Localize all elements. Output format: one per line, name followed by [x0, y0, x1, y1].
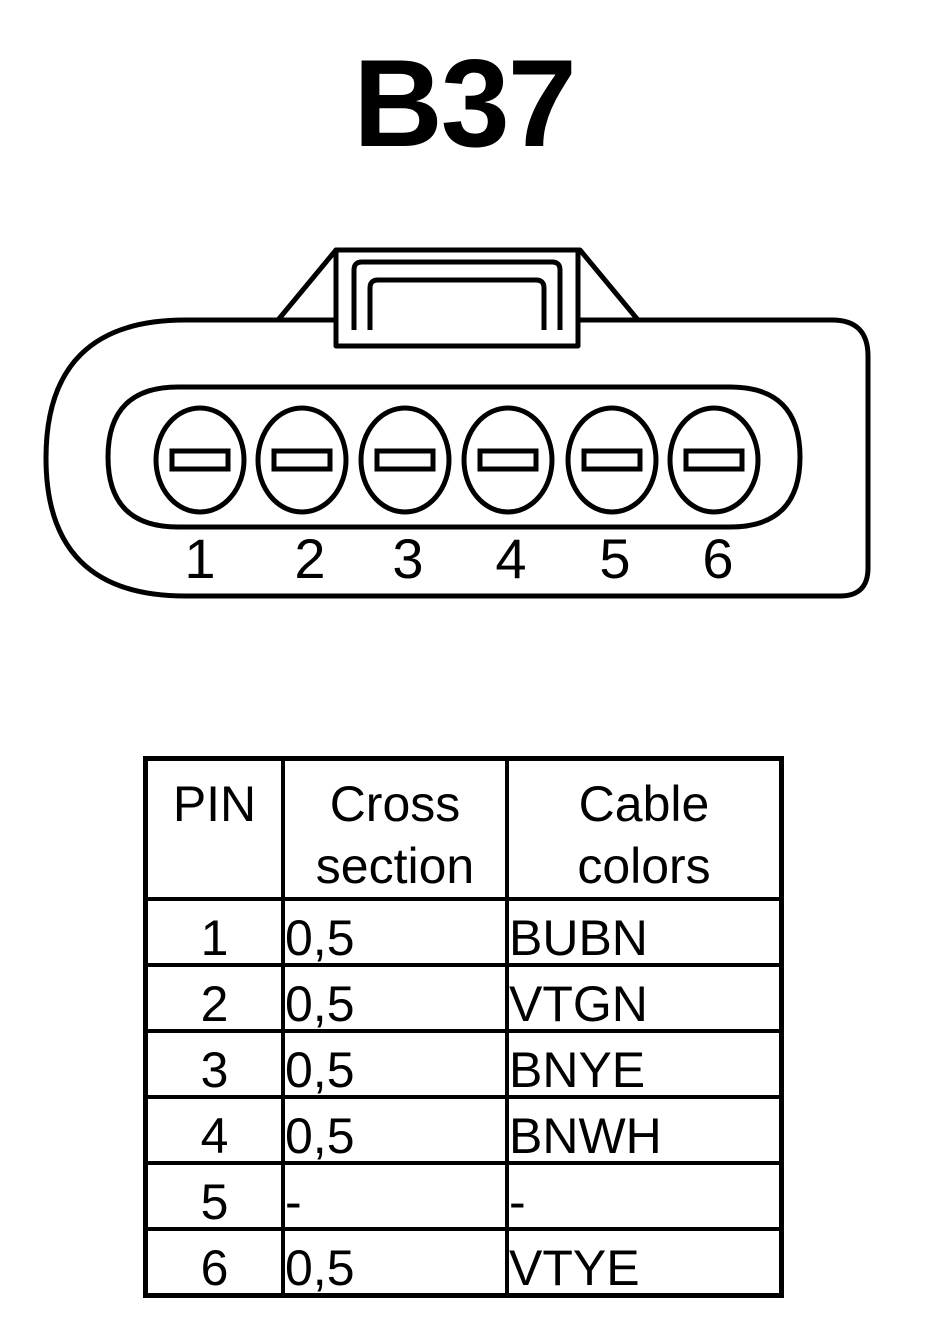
header-cross-section: Cross section: [281, 756, 509, 901]
connector-latch-tab: [333, 247, 581, 349]
connector-title: B37: [353, 35, 576, 173]
header-cable-colors-line1: Cable: [578, 776, 710, 832]
connector-latch-slot: [351, 259, 563, 330]
connector-pin-2: [255, 405, 349, 515]
pin-socket: [461, 405, 555, 515]
cell-pin: 3: [143, 1029, 285, 1099]
cell-cable-color: VTGN: [505, 963, 784, 1033]
table-row: 1 0,5 BUBN: [143, 897, 784, 967]
pin-socket: [667, 405, 761, 515]
cell-pin: 4: [143, 1095, 285, 1165]
pin-number-label: 5: [599, 527, 630, 590]
pin-contact: [683, 448, 745, 472]
pin-number-label: 4: [495, 527, 526, 590]
connector-diagram: 1 2 3 4 5 6: [43, 247, 871, 599]
connector-pin-3: [358, 405, 452, 515]
table-row: 5 - -: [143, 1161, 784, 1231]
header-cable-colors-line2: colors: [577, 838, 711, 894]
cell-cable-color: BNYE: [505, 1029, 784, 1099]
pin-number-label: 1: [184, 527, 215, 590]
table-header-row: PIN Cross section Cable colors: [143, 756, 784, 901]
cell-cross-section: 0,5: [281, 963, 509, 1033]
pin-socket: [358, 405, 452, 515]
pin-socket: [153, 405, 247, 515]
pin-contact: [374, 448, 436, 472]
connector-housing: [43, 317, 871, 599]
table-row: 4 0,5 BNWH: [143, 1095, 784, 1165]
header-pin: PIN: [143, 756, 285, 901]
pin-contact: [477, 448, 539, 472]
cell-cross-section: 0,5: [281, 1227, 509, 1298]
pin-contact: [581, 448, 643, 472]
pin-contact: [169, 448, 231, 472]
pin-contact: [271, 448, 333, 472]
pin-number-label: 3: [392, 527, 423, 590]
table-row: 3 0,5 BNYE: [143, 1029, 784, 1099]
pin-socket: [255, 405, 349, 515]
cell-cable-color: BUBN: [505, 897, 784, 967]
cell-pin: 5: [143, 1161, 285, 1231]
cell-pin: 1: [143, 897, 285, 967]
cell-cross-section: 0,5: [281, 1029, 509, 1099]
cell-pin: 2: [143, 963, 285, 1033]
connector-pin-cavity: [105, 384, 803, 530]
header-cable-colors: Cable colors: [505, 756, 784, 901]
header-cross-section-line2: section: [315, 838, 475, 894]
cell-cross-section: 0,5: [281, 897, 509, 967]
cell-cable-color: -: [505, 1161, 784, 1231]
pin-number-label: 2: [294, 527, 325, 590]
connector-pin-5: [565, 405, 659, 515]
header-cross-section-line1: Cross: [329, 776, 461, 832]
cell-cross-section: 0,5: [281, 1095, 509, 1165]
pin-socket: [565, 405, 659, 515]
connector-pin-1: [153, 405, 247, 515]
cell-cable-color: BNWH: [505, 1095, 784, 1165]
table-row: 6 0,5 VTYE: [143, 1227, 784, 1298]
connector-pin-6: [667, 405, 761, 515]
pin-number-label: 6: [702, 527, 733, 590]
pin-assignment-table: PIN Cross section Cable colors 1 0,5 BUB…: [143, 756, 784, 1298]
cell-cross-section: -: [281, 1161, 509, 1231]
connector-pin-4: [461, 405, 555, 515]
cell-pin: 6: [143, 1227, 285, 1298]
table-row: 2 0,5 VTGN: [143, 963, 784, 1033]
cell-cable-color: VTYE: [505, 1227, 784, 1298]
